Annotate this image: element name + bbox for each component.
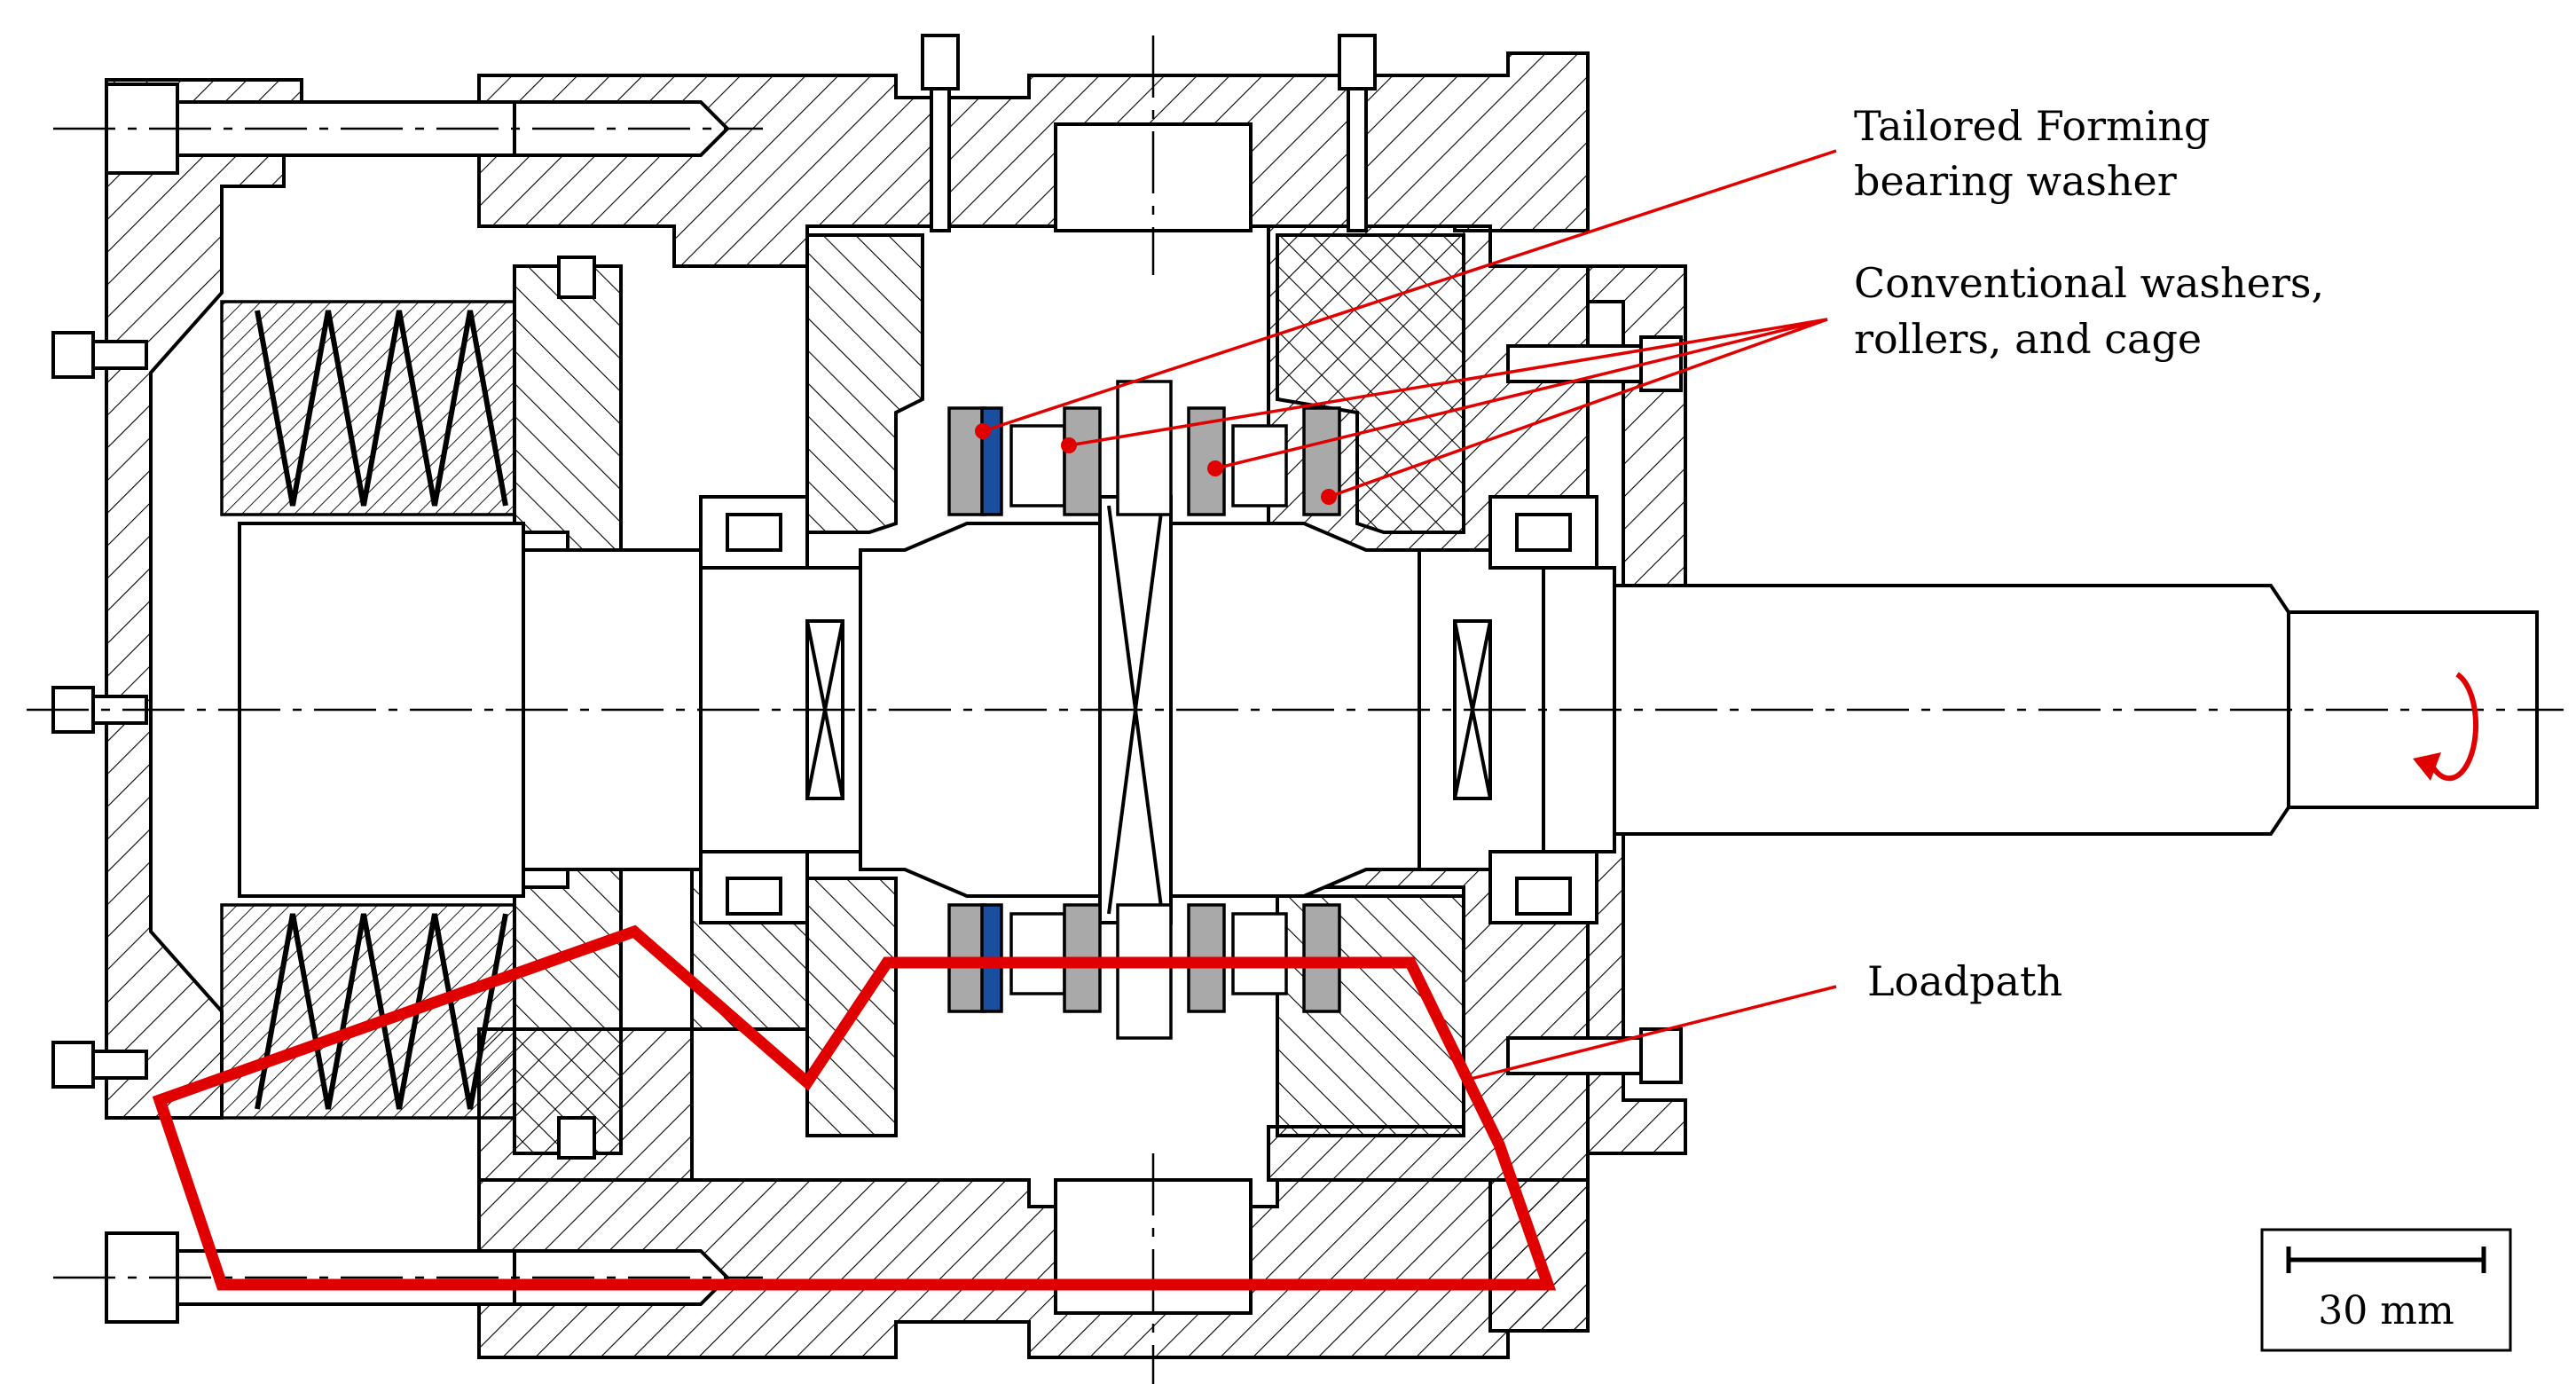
leader-lines (982, 149, 1837, 1082)
center-lines (27, 35, 2564, 1384)
clockwise-rotation-arrow-icon (2413, 672, 2479, 782)
disc-spring-pack-upper (220, 300, 516, 516)
label-loadpath: Loadpath (1867, 957, 2062, 1005)
label-tailored-forming-line1: Tailored Forming (1854, 102, 2210, 150)
loadpath-polygon (152, 924, 1557, 1291)
tapered-roller-bearings (699, 495, 1598, 924)
label-conventional-line1: Conventional washers, (1854, 259, 2324, 307)
disc-spring-pack-lower (220, 903, 516, 1120)
spring-seat-plates (513, 264, 623, 1155)
leader-dots (975, 423, 1337, 505)
label-tailored-forming-line2: bearing washer (1854, 157, 2177, 205)
scale-bar: 30 mm (2260, 1228, 2512, 1352)
label-conventional-line2: rollers, and cage (1854, 315, 2202, 363)
scale-bar-label: 30 mm (2318, 1288, 2454, 1333)
